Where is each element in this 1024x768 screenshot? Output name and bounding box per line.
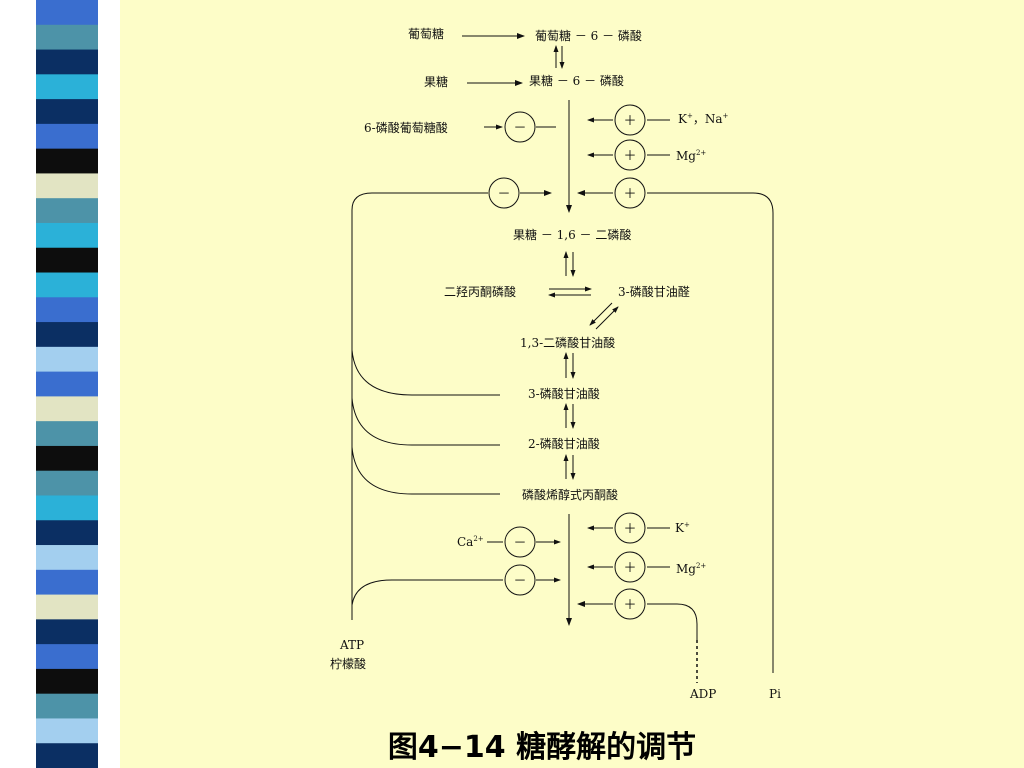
activator-circle xyxy=(614,104,646,136)
strip-block xyxy=(36,24,98,51)
regulator-sign: － xyxy=(513,574,526,589)
atp-branch-pep xyxy=(351,446,500,495)
label-2pg: 2-磷酸甘油酸 xyxy=(528,436,600,451)
inhibitor-circle xyxy=(504,526,536,558)
strip-block xyxy=(36,743,98,768)
label-k: K+ xyxy=(675,521,690,535)
strip-block xyxy=(36,644,98,670)
regulator-sign: ＋ xyxy=(623,522,636,537)
strip-block xyxy=(36,272,98,298)
regulator-sign: － xyxy=(513,536,526,551)
activator-circle xyxy=(614,139,646,171)
label-mg: Mg2+ xyxy=(676,149,706,163)
reversible-gap-bpg-up xyxy=(595,306,619,330)
strip-block xyxy=(36,222,98,249)
regulator-sign: － xyxy=(513,121,526,136)
strip-block xyxy=(36,123,98,150)
strip-block xyxy=(36,371,98,397)
adp-feedback-path xyxy=(647,603,698,640)
label-glucose-6-phosphate: 葡萄糖 － 6 － 磷酸 xyxy=(535,28,642,43)
strip-block xyxy=(36,74,98,100)
strip-edge xyxy=(98,0,120,768)
strip-block xyxy=(36,718,98,744)
regulator-sign: ＋ xyxy=(623,114,636,129)
strip-block xyxy=(36,247,98,274)
figure-caption: 图4−14 糖酵解的调节 xyxy=(387,730,697,765)
activator-circle xyxy=(614,588,646,620)
decorative-strip-bar xyxy=(0,0,120,768)
strip-block xyxy=(36,545,98,571)
atp-branch-2pg xyxy=(351,397,500,446)
label-dhap: 二羟丙酮磷酸 xyxy=(444,284,516,299)
strip-block xyxy=(36,148,98,174)
label-gap: 3-磷酸甘油醛 xyxy=(618,284,690,299)
label-atp: ATP xyxy=(339,638,364,652)
strip-left-margin xyxy=(0,0,36,768)
strip-block xyxy=(36,445,98,472)
inhibitor-circle xyxy=(488,177,520,209)
atp-feedback-path-bottom xyxy=(351,579,503,606)
label-fructose-1-6-bisphosphate: 果糖 － 1,6 － 二磷酸 xyxy=(513,227,631,242)
strip-block xyxy=(36,594,98,620)
pi-feedback-path xyxy=(647,192,774,673)
strip-block xyxy=(36,346,98,373)
label-6-phosphogluconate: 6-磷酸葡萄糖酸 xyxy=(364,120,448,135)
label-3pg: 3-磷酸甘油酸 xyxy=(528,386,600,401)
strip-block xyxy=(36,619,98,645)
atp-feedback-path-top xyxy=(351,192,488,620)
strip-block xyxy=(36,421,98,447)
activator-circle xyxy=(614,551,646,583)
regulator-sign: ＋ xyxy=(623,561,636,576)
regulator-sign: ＋ xyxy=(623,149,636,164)
strip-block xyxy=(36,396,98,422)
strip-block xyxy=(36,173,98,199)
label-citrate: 柠檬酸 xyxy=(330,656,366,671)
inhibitor-circle xyxy=(504,111,536,143)
strip-block xyxy=(36,693,98,719)
atp-branch-3pg xyxy=(351,349,500,396)
strip-block xyxy=(36,520,98,546)
regulator-sign: ＋ xyxy=(623,598,636,613)
label-k-na: K+，Na+ xyxy=(678,112,729,126)
strip-block xyxy=(36,569,98,596)
label-fructose: 果糖 xyxy=(424,74,448,89)
strip-block xyxy=(36,0,98,26)
label-pi: Pi xyxy=(769,687,781,701)
regulator-sign: ＋ xyxy=(623,187,636,202)
strip-block xyxy=(36,495,98,521)
label-fructose-6-phosphate: 果糖 － 6 － 磷酸 xyxy=(529,73,624,88)
label-1-3-bpg: 1,3-二磷酸甘油酸 xyxy=(520,335,615,350)
strip-block xyxy=(36,668,98,695)
inhibitor-circle xyxy=(504,564,536,596)
strip-block xyxy=(36,49,98,75)
label-adp: ADP xyxy=(689,687,716,701)
strip-block xyxy=(36,322,98,348)
activator-circle xyxy=(614,177,646,209)
activator-circle xyxy=(614,512,646,544)
reversible-gap-bpg-down xyxy=(589,302,613,326)
strip-block xyxy=(36,470,98,496)
label-mg-lower: Mg2+ xyxy=(676,562,706,576)
label-glucose: 葡萄糖 xyxy=(408,26,444,41)
label-ca: Ca2+ xyxy=(457,535,484,549)
strip-block xyxy=(36,99,98,125)
label-pep: 磷酸烯醇式丙酮酸 xyxy=(522,487,618,502)
strip-block xyxy=(36,297,98,323)
strip-block xyxy=(36,198,98,224)
regulator-sign: － xyxy=(497,187,510,202)
